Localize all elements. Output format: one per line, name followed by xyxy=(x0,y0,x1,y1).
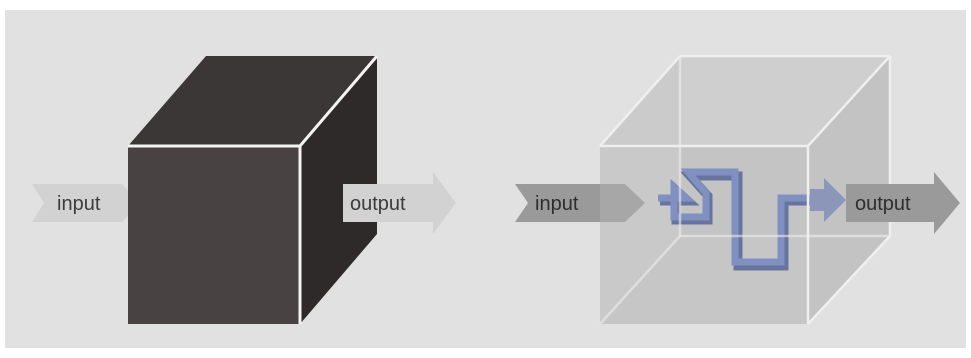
black-cube-front-face xyxy=(128,146,300,324)
glass-cube-top-left-edge xyxy=(599,55,681,147)
black-box-input-label: input xyxy=(57,193,101,215)
glass-box-input-label: input xyxy=(535,193,579,215)
glass-cube-top-right-edge xyxy=(807,55,891,147)
glass-cube-bottom-left-edge xyxy=(599,235,681,325)
black-cube-top-edge xyxy=(298,55,379,147)
flow-path-ribbon xyxy=(658,168,812,266)
glass-box-output-arrow xyxy=(846,172,960,234)
glass-box-input-arrow xyxy=(515,184,645,222)
glass-box-output-label: output xyxy=(855,193,911,215)
black-box-output-arrow xyxy=(343,172,456,234)
glass-cube-bottom-right-edge xyxy=(807,235,891,325)
black-box-output-label: output xyxy=(350,193,406,215)
black-box-input-arrow xyxy=(32,184,140,222)
black-cube-side-face xyxy=(300,56,377,324)
black-box-group: input output xyxy=(32,55,456,324)
glass-box-group: input output xyxy=(515,54,960,325)
black-cube-top-face xyxy=(128,56,377,146)
